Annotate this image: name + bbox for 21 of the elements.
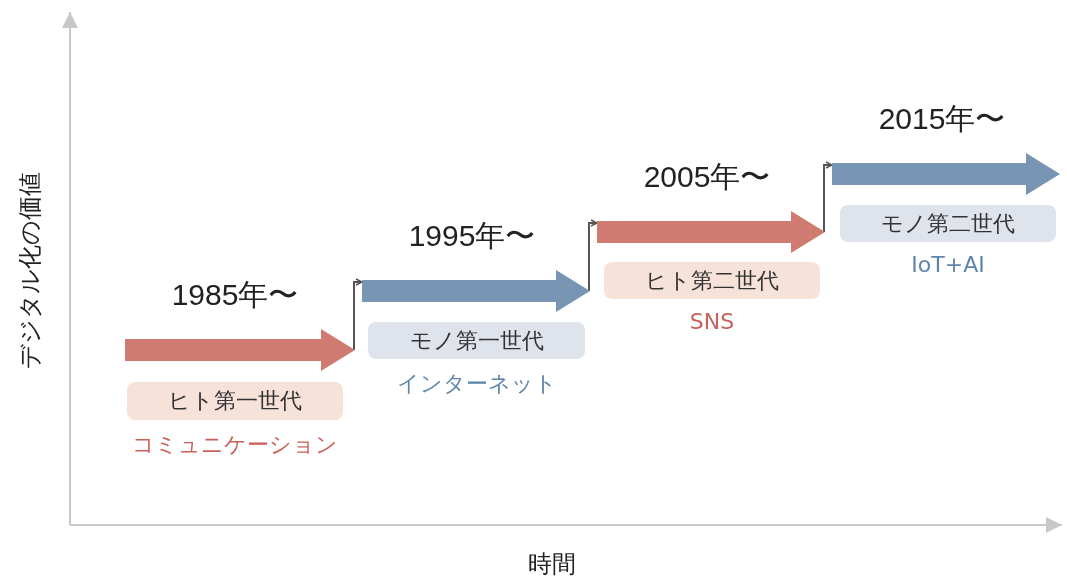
era-subtitle: インターネット <box>395 370 558 398</box>
generation-badge: ヒト第二世代 <box>604 262 820 299</box>
era-bar <box>832 153 1060 195</box>
step-up-arrow <box>588 219 598 292</box>
generation-badge: ヒト第一世代 <box>127 382 343 420</box>
step-up-arrow <box>353 278 363 351</box>
year-label: 2015年〜 <box>877 101 1007 137</box>
axis-title: デジタル化の価値 <box>15 171 45 369</box>
generation-badge: モノ第一世代 <box>368 322 585 359</box>
era-subtitle: IoT+AI <box>910 252 986 277</box>
year-label: 2005年〜 <box>642 159 772 195</box>
era-bar <box>597 211 825 253</box>
era-bar <box>362 270 590 312</box>
generation-badge: モノ第二世代 <box>840 205 1056 242</box>
year-label: 1995年〜 <box>407 218 537 254</box>
era-subtitle: コミュニケーション <box>131 431 339 459</box>
year-label: 1985年〜 <box>170 277 300 313</box>
step-up-arrow <box>823 161 833 233</box>
era-subtitle: SNS <box>688 309 736 334</box>
axis-title: 時間 <box>528 549 576 580</box>
era-bar <box>125 329 355 371</box>
